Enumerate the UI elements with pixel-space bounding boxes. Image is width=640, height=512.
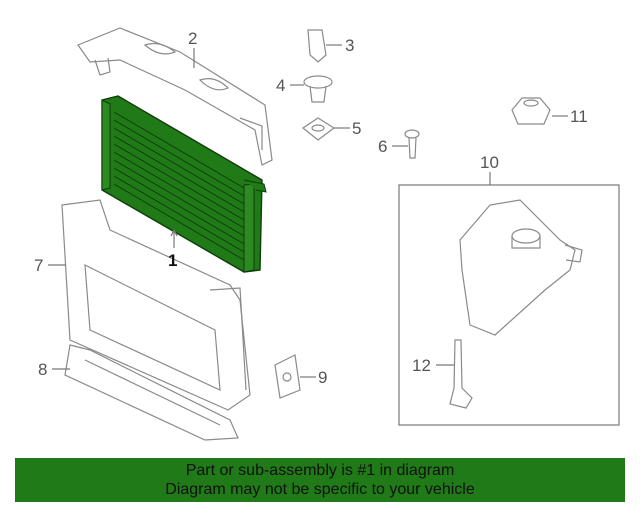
push-rivet-part[interactable] [303,75,333,103]
level-sensor-part[interactable] [449,339,473,409]
banner-line-2: Diagram may not be specific to your vehi… [165,481,475,498]
radiator-frame-part[interactable] [61,199,251,411]
clip-part[interactable] [307,29,327,63]
callout-4: 4 [276,76,285,95]
callout-12: 12 [412,356,431,375]
callout-10: 10 [480,153,499,172]
callout-9: 9 [318,368,327,387]
upper-carrier-part[interactable] [77,27,273,166]
expansion-tank-part[interactable] [459,199,583,336]
lower-deflector-part[interactable] [64,344,239,441]
parts-diagram: 2 1 3 4 5 6 10 11 7 8 9 12 [34,27,620,441]
callout-2: 2 [188,29,197,48]
expansion-tank-box [398,184,620,426]
reservoir-cap-part[interactable] [511,97,551,125]
banner-line-1: Part or sub-assembly is #1 in diagram [185,462,455,479]
callout-6: 6 [378,137,387,156]
radiator-part[interactable] [101,95,267,273]
info-banner: Part or sub-assembly is #1 in diagram Di… [15,458,625,502]
callout-3: 3 [345,36,354,55]
callout-8: 8 [38,360,47,379]
bolt-part[interactable] [404,129,420,159]
callout-7: 7 [34,256,43,275]
leader-lines [48,44,568,378]
callout-1: 1 [168,251,177,270]
callout-11: 11 [570,107,588,126]
grommet-part[interactable] [301,117,336,141]
callout-5: 5 [352,119,361,138]
bracket-part[interactable] [274,354,301,399]
